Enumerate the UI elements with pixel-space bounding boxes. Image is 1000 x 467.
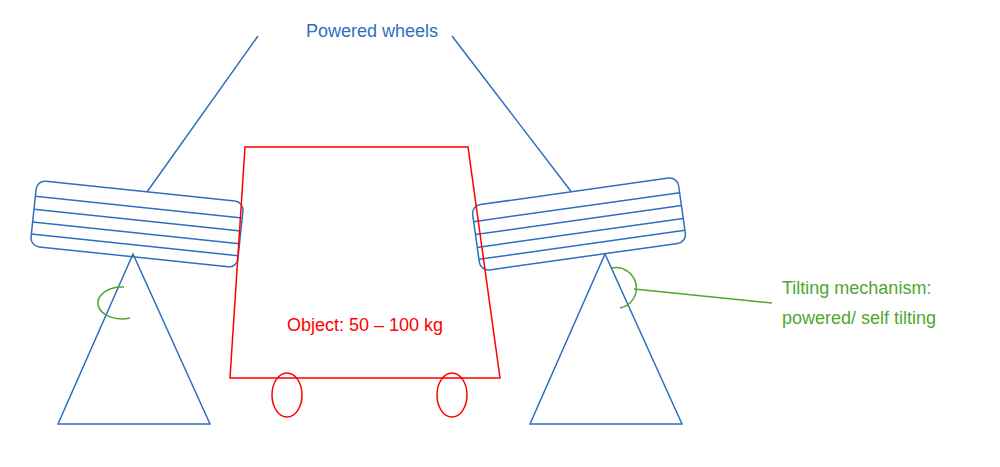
tread-line bbox=[477, 218, 683, 247]
leader-line bbox=[452, 36, 573, 194]
object-label: Object: 50 – 100 kg bbox=[260, 310, 470, 340]
wheel-outline bbox=[471, 177, 686, 271]
tread-line bbox=[34, 209, 241, 231]
tilt-arc bbox=[98, 287, 130, 319]
wheel-outline bbox=[30, 180, 244, 267]
tread-line bbox=[479, 230, 685, 259]
support-triangle bbox=[530, 254, 682, 424]
object-outline bbox=[230, 147, 502, 438]
tread-line bbox=[31, 234, 238, 256]
leader-line bbox=[634, 289, 772, 303]
tilt-arc bbox=[612, 268, 636, 308]
mechanism-label: Tilting mechanism: powered/ self tilting bbox=[782, 273, 982, 333]
support-triangle bbox=[58, 254, 210, 424]
wheel bbox=[471, 177, 686, 271]
caster-wheel bbox=[437, 373, 467, 417]
object-box: Object: 50 – 100 kg bbox=[230, 147, 500, 378]
wheel bbox=[30, 180, 244, 267]
tread-line bbox=[35, 196, 242, 218]
tread-line bbox=[33, 222, 240, 244]
callout-label: Powered wheels bbox=[282, 16, 462, 46]
tread-line bbox=[475, 206, 681, 235]
tread-line bbox=[474, 193, 680, 222]
caster-wheel bbox=[272, 373, 302, 417]
trapezoid-body bbox=[230, 147, 500, 378]
leader-line bbox=[137, 36, 258, 206]
